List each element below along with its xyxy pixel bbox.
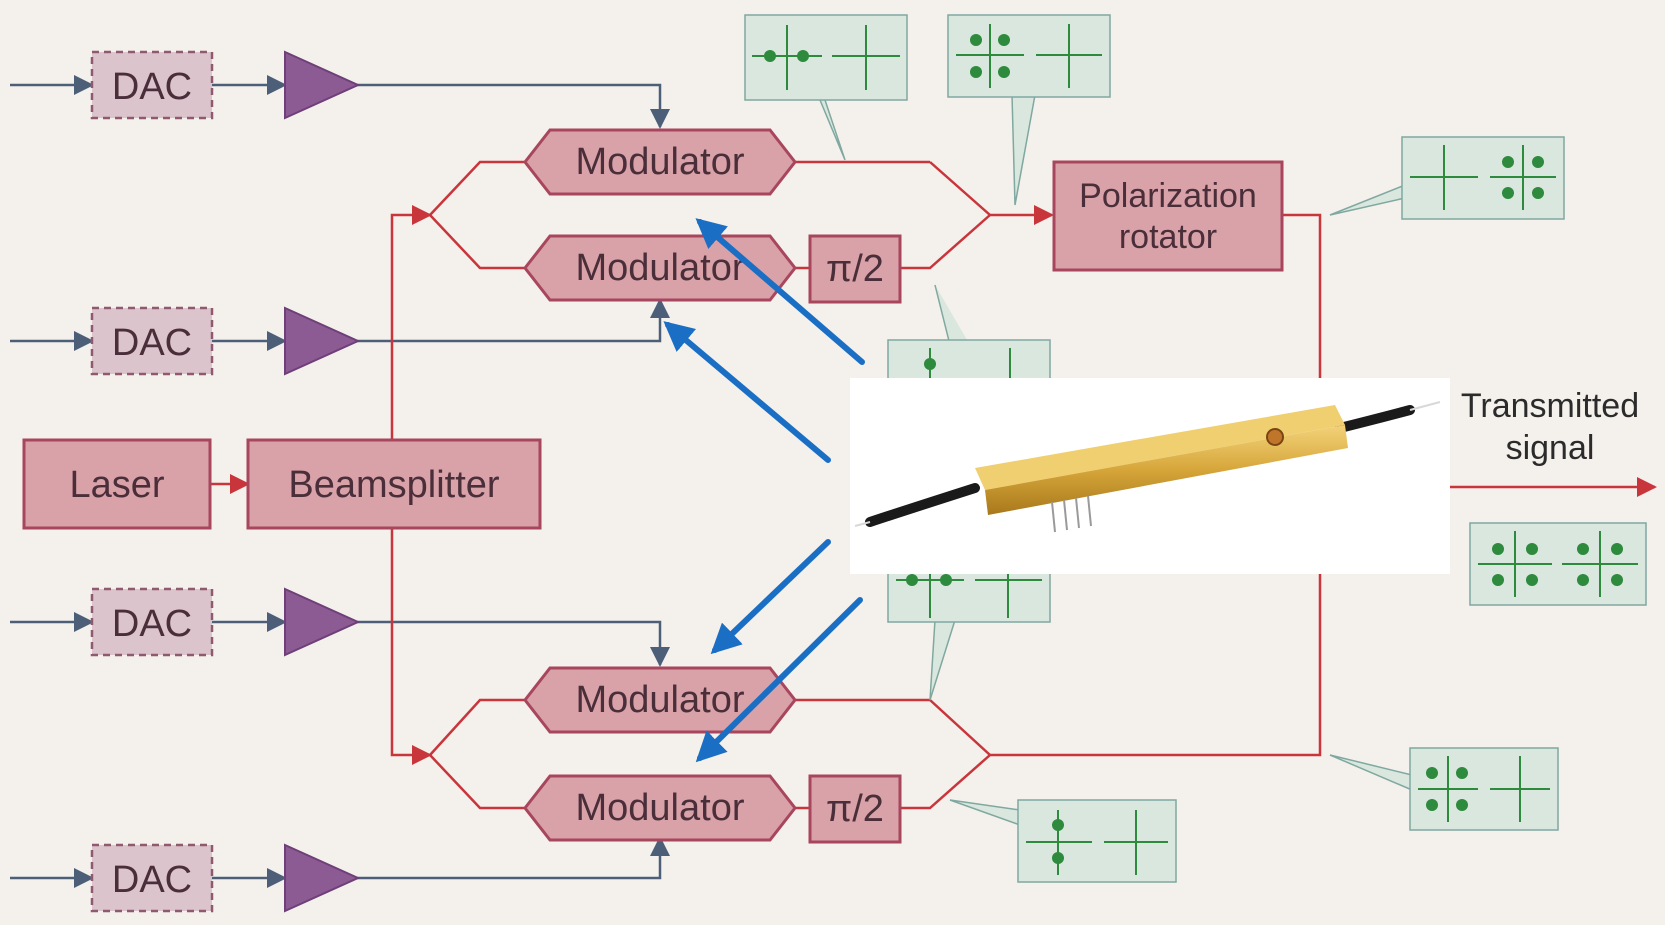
- pointer-arrow-4: [695, 597, 863, 763]
- electrical-lines: [10, 75, 670, 888]
- constellation-callouts: [744, 14, 1647, 883]
- dac-2-label: DAC: [112, 322, 192, 364]
- dac-3-label: DAC: [112, 603, 192, 645]
- polarization-rotator-line2: rotator: [1119, 218, 1217, 256]
- phase-shifter-2: π/2: [808, 774, 902, 844]
- dac-3: DAC: [90, 587, 214, 657]
- amplifier-triangle-1: [284, 50, 361, 120]
- dac-4: DAC: [90, 843, 214, 913]
- modulator-1-label: Modulator: [576, 141, 745, 183]
- constellation-diagram-4: [887, 284, 1051, 391]
- pointer-arrow-1: [695, 218, 865, 365]
- constellation-diagram-3: [1329, 136, 1565, 220]
- beamsplitter-label: Beamsplitter: [288, 464, 500, 506]
- dac-1-label: DAC: [112, 66, 192, 108]
- constellation-diagram-2: [947, 14, 1111, 206]
- constellation-diagram-5: [887, 569, 1051, 701]
- dac-group: DAC DAC DAC DAC: [90, 50, 214, 913]
- modulator-group: Modulator Modulator Modulator Modulator: [523, 128, 797, 842]
- pointer-arrow-2: [663, 321, 831, 463]
- transmitted-line2: signal: [1506, 429, 1595, 467]
- modulator-4: Modulator: [523, 774, 797, 842]
- modulator-4-label: Modulator: [576, 787, 745, 829]
- amplifier-group: [284, 50, 361, 913]
- polarization-rotator-box: Polarization rotator: [1052, 160, 1284, 272]
- phase-shifter-2-label: π/2: [826, 788, 884, 830]
- amplifier-triangle-4: [284, 843, 361, 913]
- amplifier-triangle-2: [284, 306, 361, 376]
- modulator-3: Modulator: [523, 666, 797, 734]
- modulator-2: Modulator: [523, 234, 797, 302]
- constellation-diagram-1: [744, 14, 908, 161]
- transmitted-line1: Transmitted: [1461, 387, 1639, 425]
- pointer-arrow-3: [710, 539, 831, 655]
- pointer-arrows: [663, 218, 865, 763]
- modulator-1: Modulator: [523, 128, 797, 196]
- phase-shifter-1: π/2: [808, 234, 902, 304]
- polarization-rotator-line1: Polarization: [1079, 177, 1257, 215]
- laser-label: Laser: [69, 464, 164, 506]
- amplifier-triangle-3: [284, 587, 361, 657]
- modulator-device-photo: [850, 378, 1450, 574]
- beamsplitter-box: Beamsplitter: [246, 438, 542, 530]
- laser-box: Laser: [22, 438, 212, 530]
- constellation-diagram-7: [1329, 747, 1559, 831]
- constellation-diagram-6: [949, 799, 1177, 883]
- transmitted-signal-label: Transmitted signal: [1461, 387, 1639, 467]
- dac-4-label: DAC: [112, 859, 192, 901]
- dac-1: DAC: [90, 50, 214, 120]
- phase-shifter-1-label: π/2: [826, 248, 884, 290]
- modulator-3-label: Modulator: [576, 679, 745, 721]
- constellation-diagram-8: [1469, 522, 1647, 606]
- dac-2: DAC: [90, 306, 214, 376]
- modulator-2-label: Modulator: [576, 247, 745, 289]
